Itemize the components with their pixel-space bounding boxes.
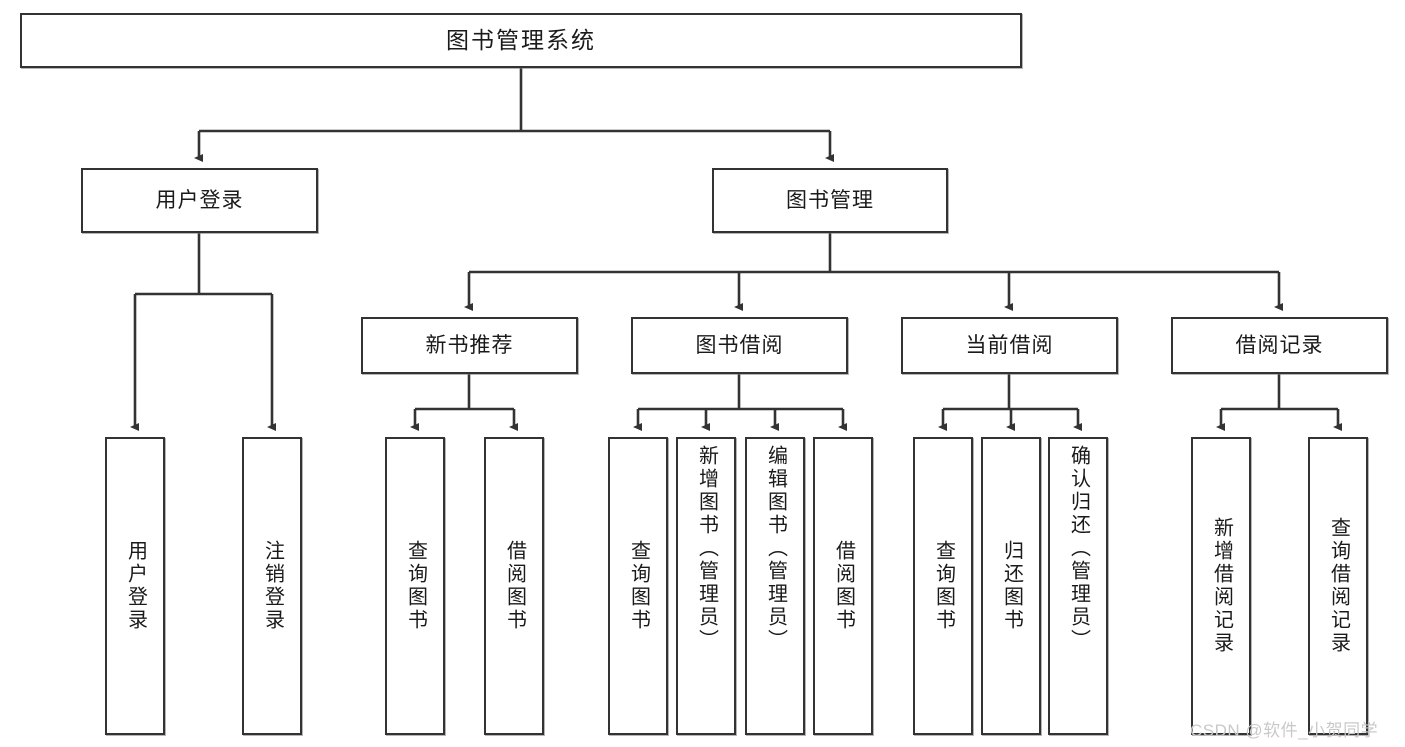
node-leaf-edit-book[interactable]: 编辑图书（管理员） [745,437,805,735]
node-leaf-return-book[interactable]: 归还图书 [981,437,1041,735]
node-user-login[interactable]: 用户登录 [81,168,318,233]
node-label: 图书借阅 [695,334,784,357]
node-leaf-add-book[interactable]: 新增图书（管理员） [676,437,736,735]
node-label: 归还图书 [1000,540,1023,632]
node-leaf-confirm-return[interactable]: 确认归还（管理员） [1048,437,1108,735]
node-label: 借阅图书 [503,540,526,632]
node-label: 借阅记录 [1235,334,1324,357]
node-label: 查询图书 [404,540,427,632]
node-leaf-user-logout[interactable]: 注销登录 [242,437,302,735]
node-leaf-add-record[interactable]: 新增借阅记录 [1191,437,1251,735]
node-current-borrow[interactable]: 当前借阅 [901,317,1118,374]
node-leaf-borrow-book-2[interactable]: 借阅图书 [813,437,873,735]
node-label: 查询借阅记录 [1327,517,1350,655]
node-label: 用户登录 [124,540,147,632]
node-label: 查询图书 [627,540,650,632]
node-leaf-user-login[interactable]: 用户登录 [105,437,165,735]
node-label: 图书管理 [786,189,874,212]
node-book-management[interactable]: 图书管理 [712,168,948,233]
node-label: 注销登录 [261,540,284,632]
node-label: 编辑图书（管理员） [764,445,787,652]
node-label: 图书管理系统 [446,27,596,53]
node-leaf-query-book-2[interactable]: 查询图书 [608,437,668,735]
node-new-book-recommend[interactable]: 新书推荐 [361,317,578,374]
node-label: 新增图书（管理员） [695,445,718,652]
node-leaf-query-record[interactable]: 查询借阅记录 [1308,437,1368,735]
node-leaf-query-book-3[interactable]: 查询图书 [913,437,973,735]
node-borrow-record[interactable]: 借阅记录 [1171,317,1388,374]
node-label: 查询图书 [932,540,955,632]
node-label: 新增借阅记录 [1210,517,1233,655]
node-leaf-query-book-1[interactable]: 查询图书 [385,437,445,735]
node-label: 新书推荐 [425,334,514,357]
node-leaf-borrow-book-1[interactable]: 借阅图书 [484,437,544,735]
node-label: 用户登录 [155,189,244,212]
watermark-text: CSDN @软件_小贺同学 [1190,721,1379,740]
node-label: 当前借阅 [965,334,1054,357]
node-label: 借阅图书 [832,540,855,632]
node-label: 确认归还（管理员） [1067,445,1090,652]
node-root-book-system[interactable]: 图书管理系统 [20,13,1022,68]
node-book-borrow[interactable]: 图书借阅 [631,317,848,374]
